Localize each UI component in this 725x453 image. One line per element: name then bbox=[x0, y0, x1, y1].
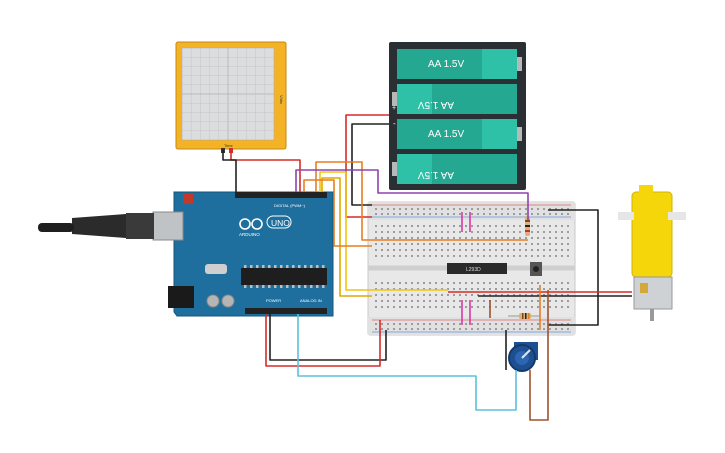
potentiometer[interactable] bbox=[508, 342, 538, 372]
wire-brown[interactable] bbox=[529, 290, 549, 421]
oscilloscope-time-label: Time bbox=[224, 143, 234, 148]
wire-orange[interactable] bbox=[303, 179, 372, 247]
voltage-regulator bbox=[205, 264, 227, 274]
battery-cell-1: AA 1.5V bbox=[397, 49, 522, 79]
wire-red[interactable] bbox=[345, 114, 389, 218]
wire-orange[interactable] bbox=[315, 161, 528, 241]
battery-cell-2: AA 1.5V bbox=[392, 84, 517, 114]
resistor-2[interactable] bbox=[508, 313, 540, 319]
ic-body bbox=[447, 263, 507, 274]
motor-can bbox=[633, 276, 673, 310]
arduino-logo: ARDUINO UNO bbox=[239, 215, 292, 237]
breadboard-rail-top bbox=[368, 202, 575, 220]
wire-purple[interactable] bbox=[295, 169, 529, 220]
digital-label: DIGITAL (PWM~) bbox=[274, 203, 306, 208]
wire-black[interactable] bbox=[269, 314, 387, 361]
wire-red[interactable] bbox=[265, 314, 381, 367]
atmega-pins bbox=[244, 265, 325, 288]
arduino-logo-text: ARDUINO bbox=[239, 232, 260, 237]
resistor-1[interactable] bbox=[525, 216, 530, 236]
breadboard-holes bbox=[375, 208, 569, 330]
wire-black[interactable] bbox=[222, 150, 237, 192]
reset-button[interactable] bbox=[183, 194, 193, 204]
wire-cyan[interactable] bbox=[297, 314, 517, 411]
power-analog-header[interactable] bbox=[245, 308, 327, 314]
battery-pack[interactable]: AA 1.5V AA 1.5V AA 1.5V AA 1.5V + - bbox=[389, 42, 526, 190]
battery-cell-label: AA 1.5V bbox=[428, 129, 464, 140]
capacitor bbox=[221, 294, 235, 308]
ic-label: L293D bbox=[466, 267, 481, 273]
battery-cell-4: AA 1.5V bbox=[392, 154, 517, 184]
wire-black[interactable] bbox=[548, 209, 599, 326]
push-button[interactable] bbox=[530, 262, 542, 276]
usb-cable[interactable] bbox=[38, 213, 154, 239]
ic-chip[interactable]: L293D bbox=[447, 263, 507, 274]
oscilloscope-grid bbox=[182, 48, 274, 140]
battery-plus-label: + bbox=[392, 105, 396, 112]
battery-cell-3: AA 1.5V bbox=[397, 119, 522, 149]
wire-yellow[interactable] bbox=[319, 171, 448, 291]
motor-body bbox=[631, 191, 673, 278]
oscilloscope-volt-label: V/div bbox=[279, 95, 284, 104]
oscilloscope[interactable]: V/div Time bbox=[175, 41, 287, 153]
wire-yellow[interactable] bbox=[321, 177, 372, 297]
battery-cell-label: AA 1.5V bbox=[418, 99, 454, 110]
arduino-uno[interactable]: ARDUINO UNO DIGITAL (PWM~) POWER ANALOG … bbox=[152, 191, 334, 317]
arduino-model-text: UNO bbox=[271, 218, 290, 228]
usb-port[interactable] bbox=[152, 211, 184, 241]
wire-red[interactable] bbox=[230, 150, 301, 192]
analog-label: ANALOG IN bbox=[300, 298, 322, 303]
dc-motor[interactable] bbox=[618, 185, 686, 321]
breadboard-rail-bottom bbox=[368, 317, 575, 335]
wires bbox=[222, 114, 632, 421]
battery-minus-label: - bbox=[393, 119, 396, 128]
battery-cell-label: AA 1.5V bbox=[418, 169, 454, 180]
power-label: POWER bbox=[266, 298, 281, 303]
digital-header[interactable] bbox=[235, 192, 327, 198]
capacitor bbox=[206, 294, 220, 308]
atmega-chip bbox=[241, 268, 327, 285]
battery-cell-label: AA 1.5V bbox=[428, 59, 464, 70]
power-jack[interactable] bbox=[168, 286, 194, 308]
